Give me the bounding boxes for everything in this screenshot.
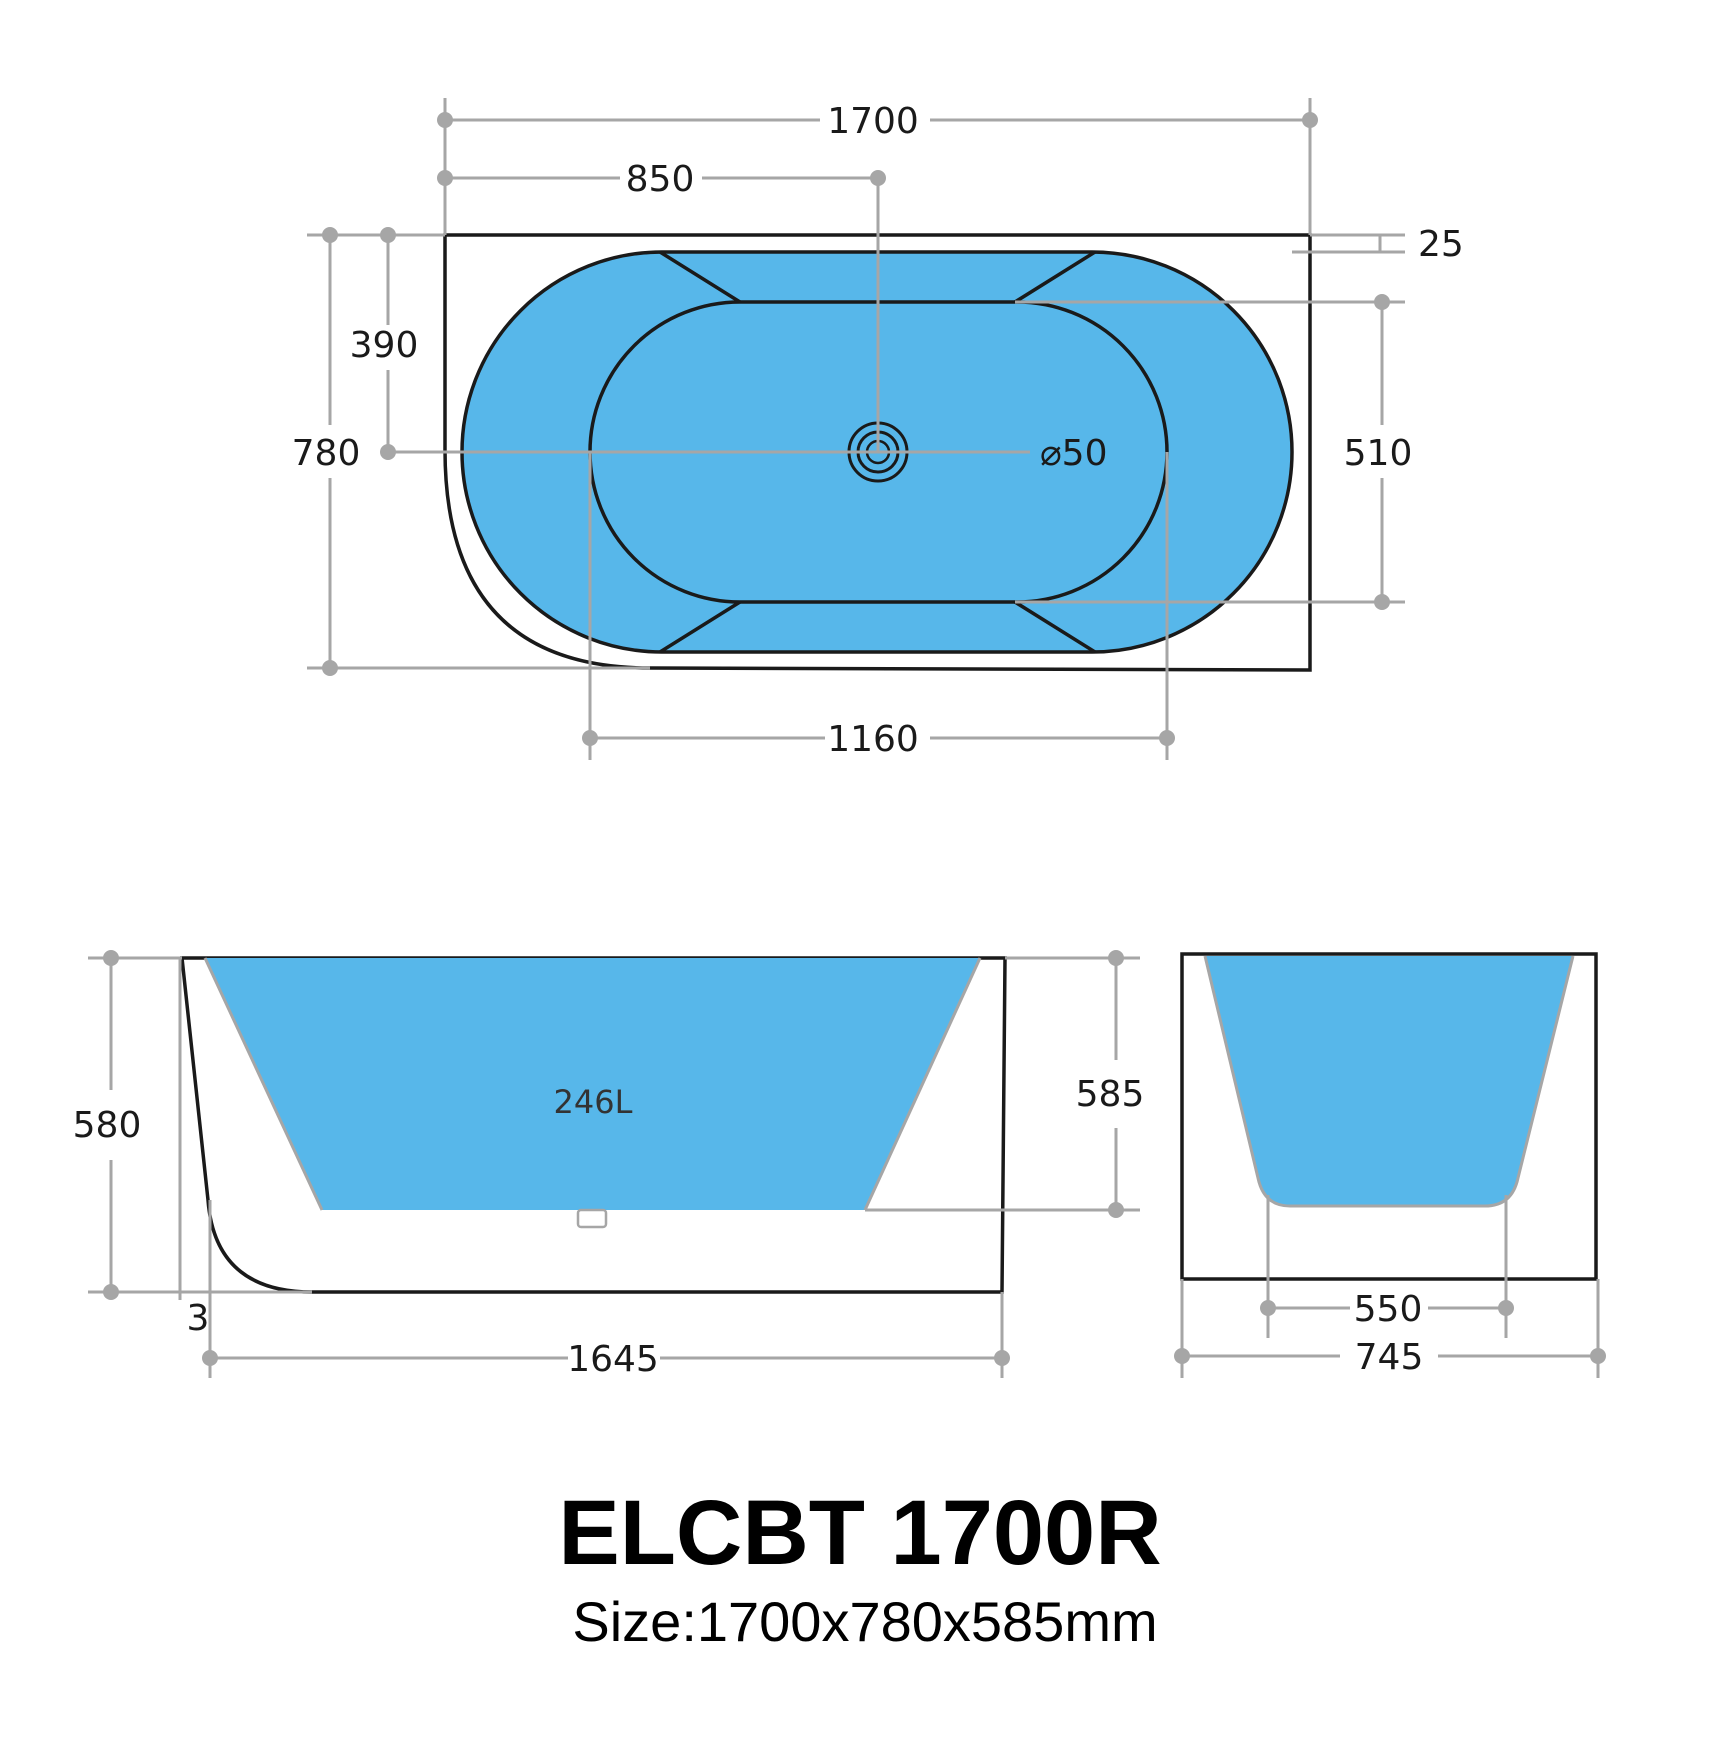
dim-drain-offset: 850 <box>437 159 886 452</box>
dim-base-length-label: 1645 <box>567 1339 659 1380</box>
dim-drain-from-back: 390 <box>350 227 1030 460</box>
dim-base-gap: 3 <box>178 958 212 1378</box>
side-view-waste <box>576 1208 608 1229</box>
capacity-label: 246L <box>554 1083 633 1121</box>
dim-inner-width-label: 510 <box>1344 433 1413 474</box>
dim-inner-length-label: 1160 <box>827 719 919 760</box>
drain-diameter-label: ⌀50 <box>1040 433 1107 474</box>
top-view-corner-line <box>659 600 741 654</box>
dim-inner-length: 1160 <box>582 452 1175 760</box>
dim-inner-width: 510 <box>1015 294 1412 610</box>
top-view-corner-line <box>1014 250 1096 304</box>
dim-drain-offset-label: 850 <box>626 159 695 200</box>
top-view-corner-line <box>659 250 741 304</box>
dim-depth: 585 <box>865 950 1144 1218</box>
dim-base-length: 1645 <box>202 1292 1010 1380</box>
end-view-water <box>1205 956 1573 1206</box>
dim-drain-from-back-label: 390 <box>350 325 419 366</box>
dim-rim-offset: 25 <box>1292 224 1464 265</box>
top-view: 1700 850 25 780 <box>292 98 1464 760</box>
dim-base-gap-label: 3 <box>187 1298 210 1339</box>
dim-height-label: 580 <box>73 1105 142 1146</box>
model-title: ELCBT 1700R <box>558 1482 1161 1584</box>
side-view: 246L 580 585 3 <box>73 950 1144 1380</box>
dim-height: 580 <box>73 950 312 1300</box>
size-subtitle: Size:1700x780x585mm <box>572 1590 1157 1653</box>
dim-overall-length: 1700 <box>437 98 1318 235</box>
dim-depth-label: 585 <box>1076 1074 1145 1115</box>
dim-end-overall-width-label: 745 <box>1355 1337 1424 1378</box>
dim-inner-base-width: 550 <box>1260 1195 1514 1338</box>
side-view-water <box>205 958 980 1210</box>
dim-overall-width-label: 780 <box>292 433 361 474</box>
dim-rim-offset-label: 25 <box>1418 224 1464 265</box>
side-view-water-edge <box>203 957 324 1211</box>
dim-end-overall-width: 745 <box>1174 1279 1606 1378</box>
end-view-water-edge <box>1203 955 1575 1208</box>
top-view-corner-line <box>1014 600 1096 654</box>
end-view: 550 745 <box>1174 952 1606 1378</box>
dim-overall-width: 780 <box>292 227 650 676</box>
dim-overall-length-label: 1700 <box>827 101 919 142</box>
dim-inner-base-width-label: 550 <box>1354 1289 1423 1330</box>
side-view-water-edge <box>863 957 982 1211</box>
